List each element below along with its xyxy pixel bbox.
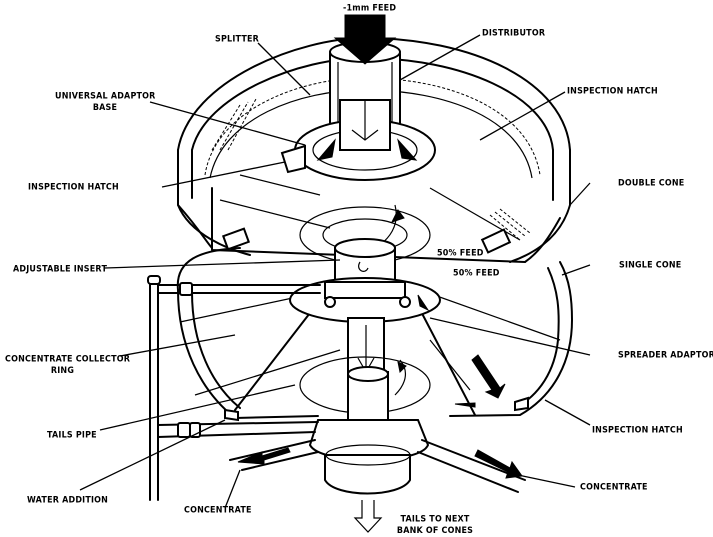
concentrate-right-arrow	[474, 449, 523, 479]
label-tails-to-next-bank: TAILS TO NEXT BANK OF CONES	[395, 514, 475, 537]
label-inspection-hatch-left: INSPECTION HATCH	[28, 181, 119, 192]
label-inspection-hatch-bottom: INSPECTION HATCH	[592, 424, 683, 435]
label-tails-pipe: TAILS PIPE	[47, 429, 97, 440]
concentrate-left-arrow	[237, 447, 291, 465]
label-splitter: SPLITTER	[215, 33, 260, 44]
label-single-cone: SINGLE CONE	[619, 259, 682, 270]
tails-down-arrow	[353, 500, 383, 533]
water-and-tails-pipes	[147, 275, 526, 533]
label-water-addition: WATER ADDITION	[27, 494, 109, 505]
label-tails-line1: TAILS TO NEXT	[400, 513, 470, 524]
label-concentrate-collector-ring: CONCENTRATE COLLECTOR RING	[5, 353, 131, 377]
label-distributor: DISTRIBUTOR	[482, 27, 546, 38]
label-concentrate-left: CONCENTRATE	[184, 504, 252, 515]
label-spreader-adaptor: SPREADER ADAPTOR	[618, 349, 713, 360]
label-adjustable-insert: ADJUSTABLE INSERT	[13, 263, 108, 274]
double-cone	[177, 37, 571, 263]
label-universal-adaptor-base-line2: BASE	[92, 102, 118, 113]
label-ccr-line1: CONCENTRATE COLLECTOR	[5, 353, 131, 364]
label-50-feed-upper: 50% FEED	[437, 247, 484, 258]
label-ccr-line2: RING	[50, 365, 75, 376]
label-tails-line2: BANK OF CONES	[396, 525, 474, 536]
label-universal-adaptor-base: UNIVERSAL ADAPTOR BASE	[55, 91, 155, 114]
label-universal-adaptor-base-line1: UNIVERSAL ADAPTOR	[55, 90, 156, 101]
central-column	[280, 14, 441, 495]
label-inspection-hatch-top: INSPECTION HATCH	[567, 85, 658, 96]
flow-arrow-right-cone	[471, 354, 506, 399]
label-50-feed-lower: 50% FEED	[453, 267, 500, 278]
label-concentrate-right: CONCENTRATE	[580, 481, 648, 492]
splitter-left-arrow	[316, 138, 336, 161]
leader-lines	[79, 34, 591, 509]
label-feed: -1mm FEED	[343, 2, 397, 13]
label-double-cone: DOUBLE CONE	[618, 177, 685, 188]
splitter-right-arrow	[397, 138, 418, 161]
feed-down-arrow	[333, 14, 397, 65]
